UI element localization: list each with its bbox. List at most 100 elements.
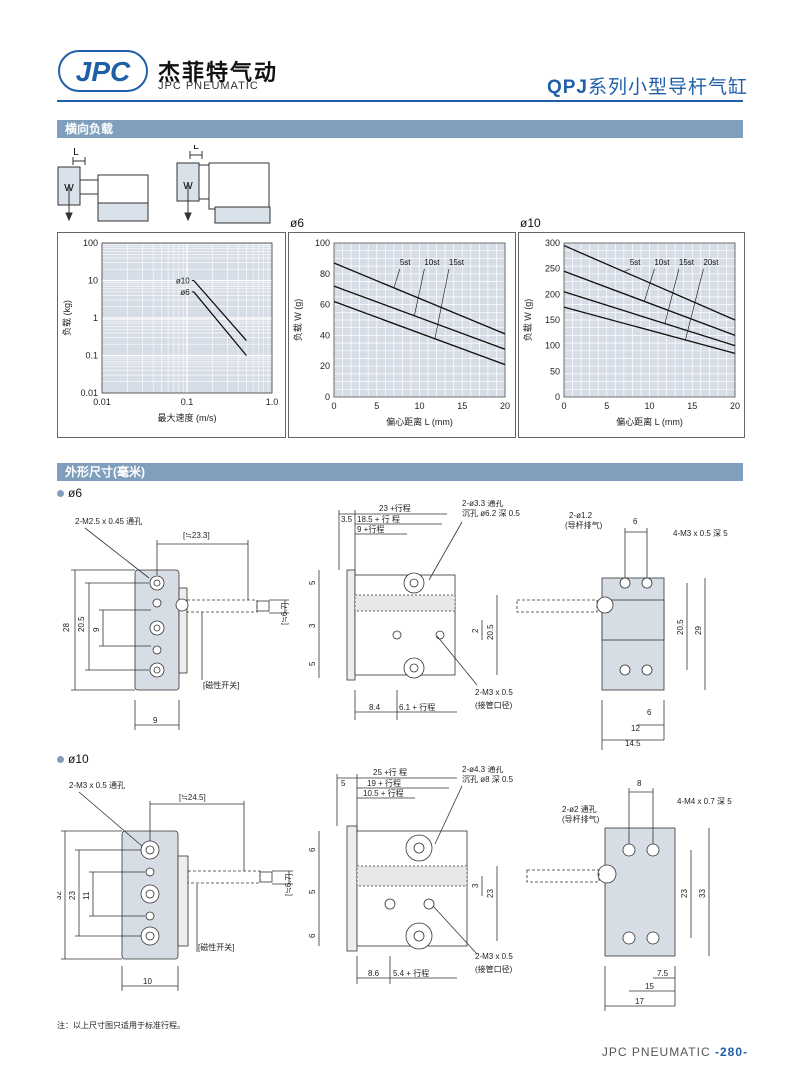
series-line	[193, 291, 247, 356]
y-tick-label: 80	[320, 269, 330, 279]
x-tick-label: 15	[457, 401, 467, 411]
series-label-leader	[685, 268, 704, 341]
y-axis-label: 负载 W (g)	[292, 299, 303, 342]
series-label: 10st	[424, 258, 440, 267]
series-label-leader	[664, 268, 680, 324]
svg-text:2-ø3.3 通孔: 2-ø3.3 通孔	[462, 500, 503, 508]
svg-text:L: L	[193, 145, 199, 152]
jpc-logo: JPC	[58, 50, 148, 92]
svg-text:5.4 + 行程: 5.4 + 行程	[393, 968, 429, 978]
svg-text:6: 6	[308, 933, 317, 938]
svg-text:6: 6	[308, 847, 317, 852]
series-label-leader	[414, 268, 425, 316]
svg-text:[磁性开关]: [磁性开关]	[203, 680, 239, 690]
svg-text:8: 8	[637, 779, 642, 788]
svg-text:10.5 + 行程: 10.5 + 行程	[363, 788, 404, 798]
svg-text:5: 5	[308, 661, 317, 666]
svg-text:23: 23	[486, 889, 495, 898]
svg-text:(导杆排气): (导杆排气)	[565, 520, 603, 530]
x-tick-label: 15	[687, 401, 697, 411]
svg-text:8.6: 8.6	[368, 969, 380, 978]
x-tick-label: 1.0	[266, 397, 279, 407]
svg-text:8.4: 8.4	[369, 703, 381, 712]
y-tick-label: 100	[315, 238, 330, 248]
x-tick-label: 0	[561, 401, 566, 411]
x-tick-label: 0.01	[93, 397, 111, 407]
y-tick-label: 0	[325, 392, 330, 402]
svg-text:4-M4 x 0.7 深 5: 4-M4 x 0.7 深 5	[677, 797, 732, 806]
series-label: 10st	[654, 258, 670, 267]
svg-text:5: 5	[341, 779, 346, 788]
footnote: 注：以上尺寸图只适用于标准行程。	[57, 1021, 185, 1030]
svg-text:10: 10	[143, 977, 152, 986]
svg-text:2-M2.5 x 0.45 通孔: 2-M2.5 x 0.45 通孔	[75, 516, 142, 526]
svg-text:沉孔 ø6.2 深 0.5: 沉孔 ø6.2 深 0.5	[462, 509, 520, 518]
svg-text:18.5 + 行 程: 18.5 + 行 程	[357, 514, 400, 524]
svg-text:2-ø1.2: 2-ø1.2	[569, 511, 593, 520]
y-tick-label: 0.01	[80, 388, 98, 398]
brand-name-cn: 杰菲特气动	[158, 60, 279, 85]
x-tick-label: 5	[604, 401, 609, 411]
svg-text:9: 9	[92, 627, 101, 632]
series-label: 15st	[679, 258, 695, 267]
svg-text:[≒6.7]: [≒6.7]	[284, 874, 293, 896]
svg-text:20.5: 20.5	[676, 619, 685, 635]
svg-text:3.5: 3.5	[341, 515, 353, 524]
x-tick-label: 0.1	[181, 397, 194, 407]
svg-text:7.5: 7.5	[657, 969, 669, 978]
y-tick-label: 10	[88, 276, 98, 286]
y-tick-label: 100	[83, 238, 98, 248]
dims-phi6-marker: ø6	[57, 486, 82, 500]
svg-text:2-ø4.3 通孔: 2-ø4.3 通孔	[462, 766, 503, 774]
svg-text:11: 11	[82, 891, 91, 900]
svg-text:JPC: JPC	[76, 56, 131, 87]
svg-text:W: W	[64, 183, 74, 194]
svg-text:17: 17	[635, 997, 644, 1006]
svg-text:2-M3 x 0.5 通孔: 2-M3 x 0.5 通孔	[69, 780, 125, 790]
plot-border	[101, 242, 273, 394]
load-schematic: L W L W	[57, 145, 271, 224]
x-axis-label: 偏心距离 L (mm)	[616, 416, 683, 427]
x-tick-label: 10	[644, 401, 654, 411]
svg-text:2-ø2 通孔: 2-ø2 通孔	[562, 804, 597, 814]
series-label: 20st	[703, 258, 719, 267]
svg-text:2-M3 x 0.5: 2-M3 x 0.5	[475, 688, 513, 697]
svg-text:3: 3	[308, 623, 317, 628]
series-label-leader	[393, 268, 401, 288]
series-label: ø6	[180, 288, 190, 297]
svg-text:(接管口径): (接管口径)	[475, 700, 513, 710]
series-label: 5st	[400, 258, 411, 267]
svg-text:(接管口径): (接管口径)	[475, 964, 513, 974]
svg-text:9: 9	[153, 716, 158, 725]
y-tick-label: 300	[545, 238, 560, 248]
y-tick-label: 200	[545, 289, 560, 299]
svg-text:25 +行 程: 25 +行 程	[373, 767, 407, 777]
svg-text:3: 3	[471, 883, 480, 888]
svg-text:29: 29	[694, 626, 703, 635]
series-label: ø10	[176, 277, 190, 286]
y-tick-label: 40	[320, 330, 330, 340]
svg-text:15: 15	[645, 982, 654, 991]
svg-text:6: 6	[633, 517, 638, 526]
x-tick-label: 10	[414, 401, 424, 411]
svg-text:23: 23	[68, 891, 77, 900]
y-tick-label: 150	[545, 315, 560, 325]
dims-phi10-drawing: 2-M3 x 0.5 通孔 [≒24.5] [≒6.7] [磁性开关] 32 2…	[57, 766, 732, 1011]
y-tick-label: 60	[320, 300, 330, 310]
svg-text:L: L	[73, 147, 79, 158]
svg-text:23: 23	[680, 889, 689, 898]
svg-text:33: 33	[698, 889, 707, 898]
header-rule	[57, 100, 743, 102]
series-line	[333, 300, 506, 366]
y-tick-label: 0	[555, 392, 560, 402]
svg-text:W: W	[183, 181, 193, 192]
svg-text:沉孔 ø8 深 0.5: 沉孔 ø8 深 0.5	[462, 775, 514, 784]
series-label-leader	[644, 268, 655, 302]
series-line	[193, 280, 247, 342]
svg-text:[磁性开关]: [磁性开关]	[198, 942, 234, 952]
dims-phi10-marker: ø10	[57, 752, 89, 766]
svg-text:(导杆排气): (导杆排气)	[562, 814, 600, 824]
series-label: 15st	[449, 258, 465, 267]
